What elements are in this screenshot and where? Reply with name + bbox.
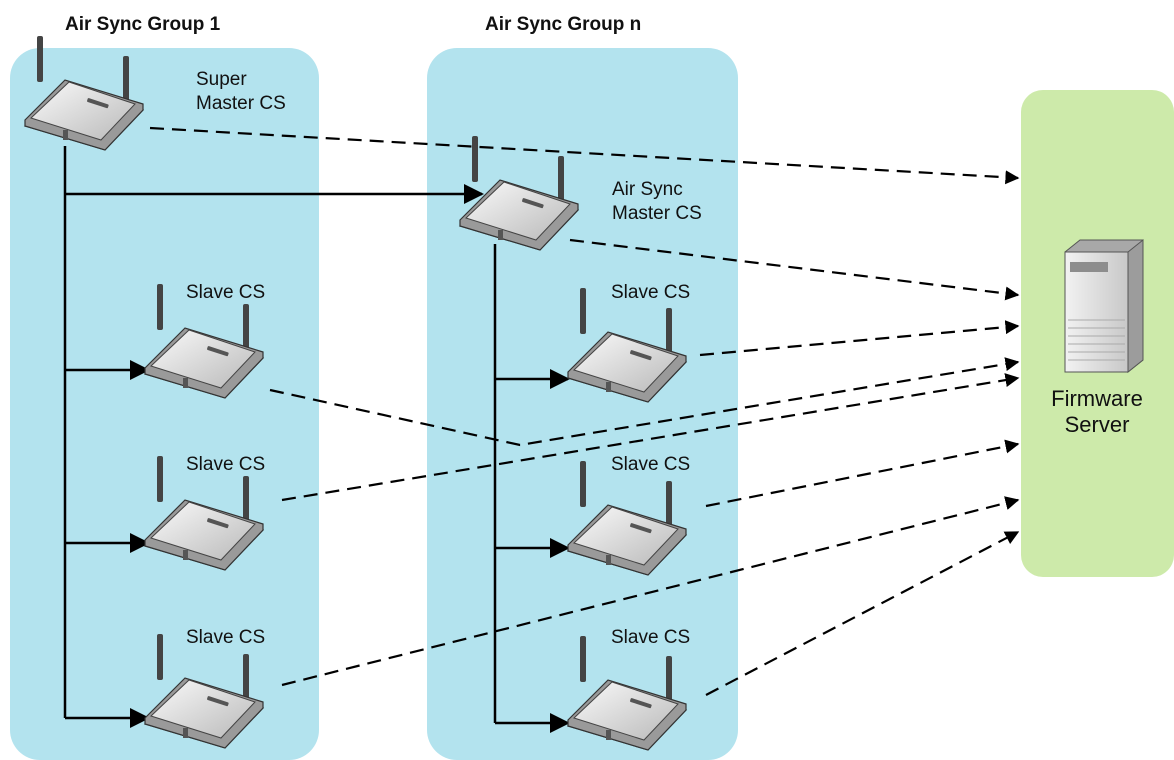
slave-cs-label: Slave CS — [611, 627, 691, 648]
super-master-cs-device — [24, 35, 144, 151]
super-master-cs-label: Super Master CS — [196, 68, 286, 116]
slave-cs-label: Slave CS — [186, 627, 266, 648]
tower-server-icon — [1064, 238, 1144, 374]
air-sync-master-cs-label-line-1: Air Sync — [612, 179, 683, 200]
group-n-title: Air Sync Group n — [485, 14, 642, 35]
group-1-wiring — [63, 146, 484, 728]
air-sync-master-cs-label: Air Sync Master CS — [612, 178, 702, 226]
firmware-server-label: Firmware Server — [1032, 386, 1162, 438]
slave-cs-label: Slave CS — [186, 282, 266, 303]
firmware-links — [149, 126, 1020, 696]
slave-cs-label: Slave CS — [186, 454, 266, 475]
super-master-cs-label-line-2: Master CS — [196, 93, 286, 114]
slave-cs-label: Slave CS — [611, 282, 691, 303]
slave-cs-device — [567, 635, 687, 751]
slave-cs-device — [144, 633, 264, 749]
group-1-title: Air Sync Group 1 — [65, 14, 221, 35]
super-master-cs-label-line-1: Super — [196, 69, 247, 90]
group-n-wiring — [493, 244, 570, 733]
firmware-server-label-line-2: Server — [1064, 412, 1130, 437]
air-sync-group-1-panel — [10, 48, 319, 760]
slave-cs-label: Slave CS — [611, 454, 691, 475]
slave-cs-device — [567, 460, 687, 576]
firmware-server-label-line-1: Firmware — [1051, 386, 1143, 411]
air-sync-master-cs-label-line-2: Master CS — [612, 203, 702, 224]
slave-cs-device — [567, 287, 687, 403]
